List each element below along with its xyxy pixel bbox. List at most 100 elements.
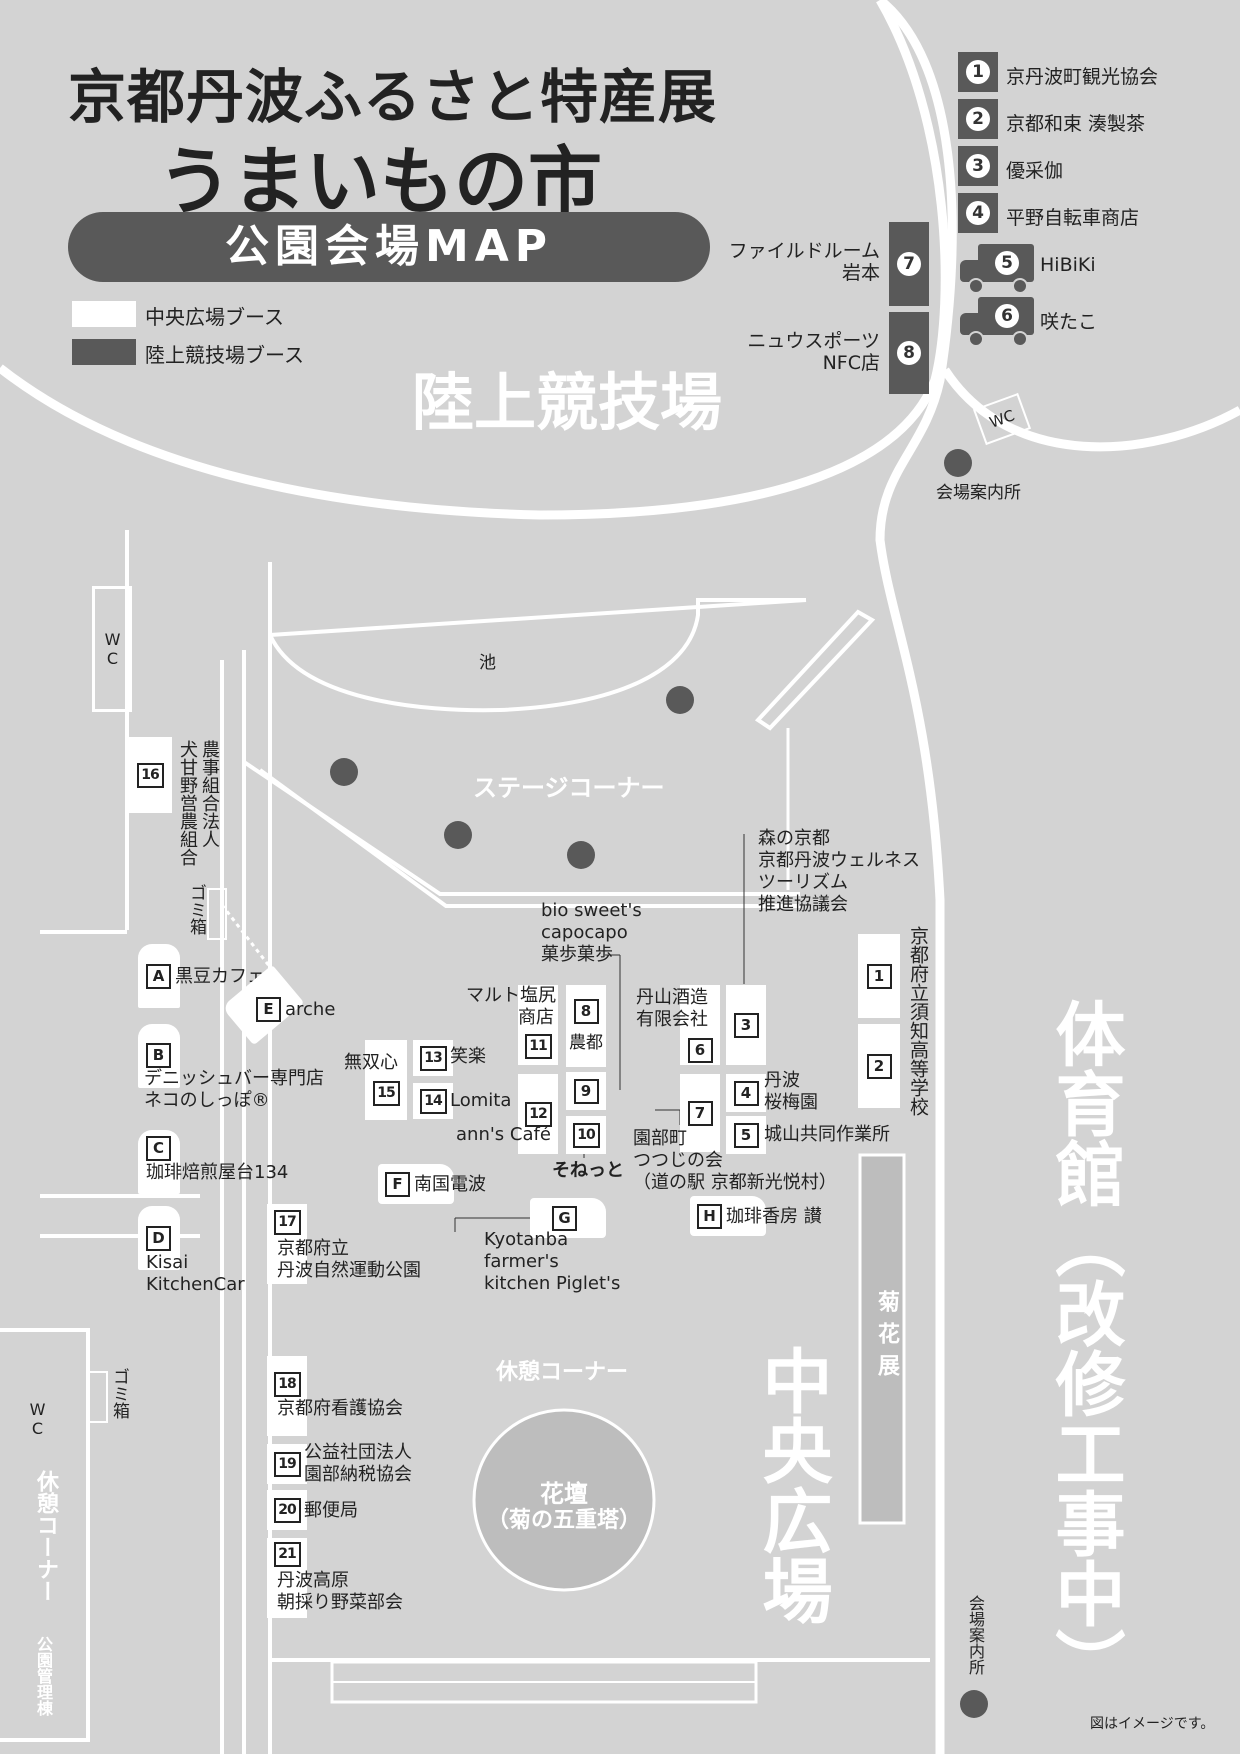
rest-corner-label: 休憩コーナー	[496, 1360, 629, 1385]
booth-20-name: 郵便局	[304, 1500, 358, 1521]
plaza-booth-3: 3	[726, 985, 766, 1065]
food-car-g-badge: G	[552, 1206, 577, 1231]
booth-13-name: 笑楽	[450, 1046, 486, 1067]
plaza-booth-14: 14	[413, 1083, 453, 1119]
food-car-c-name: 珈琲焙煎屋台134	[146, 1162, 289, 1183]
booth-7-name-2: つつじの会	[633, 1150, 723, 1171]
legend-white-swatch	[72, 301, 136, 327]
track-booth-2-name: 京都和束 湊製茶	[1006, 113, 1146, 135]
food-car-d-badge: D	[146, 1226, 171, 1251]
track-booth-3-marker: 3	[958, 146, 998, 186]
booth-19-name-1: 公益社団法人	[304, 1442, 412, 1463]
left-rest-label: 休憩コーナー	[33, 1470, 58, 1602]
booth-12-name: ann's Café	[456, 1124, 551, 1145]
trash-box-2	[88, 1371, 108, 1423]
booth-21-name-2: 朝採り野菜部会	[277, 1592, 403, 1613]
food-car-b-name-2: ネコのしっぽ®	[144, 1090, 270, 1111]
legend-gray-swatch	[72, 339, 136, 365]
food-car-b-name-1: デニッシュバー専門店	[144, 1068, 324, 1089]
plaza-booth-4: 4	[726, 1074, 766, 1112]
track-booth-8: 8	[889, 312, 929, 394]
track-booth-4-name: 平野自転車商店	[1006, 207, 1140, 229]
food-car-d-name-1: Kisai	[146, 1252, 189, 1273]
track-booth-3-name: 優采伽	[1006, 160, 1064, 182]
legend-gray-label: 陸上競技場ブース	[145, 343, 304, 367]
track-booth-5-truck: 5	[960, 244, 1036, 294]
booth-9-name-3: 菓歩菓歩	[541, 944, 613, 965]
top-right-road-path	[941, 367, 1240, 452]
booth-18-name: 京都府看護協会	[277, 1398, 403, 1419]
map-subtitle: うまいもの市	[158, 139, 602, 225]
booth-9-name-2: capocapo	[541, 922, 628, 943]
wc-left-top: WC	[92, 586, 132, 712]
plaza-booth-17: 17	[267, 1204, 307, 1284]
stage-dot-1	[330, 758, 358, 786]
map-note: 図はイメージです。	[1090, 1716, 1215, 1732]
gym-label: 体育館（改修工事中）	[1044, 998, 1126, 1698]
booth-15-name: 無双心	[344, 1052, 398, 1073]
plaza-booth-10: 10	[566, 1116, 606, 1154]
track-booth-7: 7	[889, 222, 929, 306]
plaza-booth-13: 13	[413, 1040, 453, 1076]
booth-16-name-1: 農事組合法人	[199, 740, 220, 848]
park-office-label: 公園管理棟	[34, 1636, 53, 1716]
booth-3-name-1: 森の京都	[758, 828, 830, 849]
trash-label-2: ゴミ箱	[109, 1368, 129, 1419]
plaza-booth-9: 9	[566, 1072, 606, 1110]
booth-17-name-1: 京都府立	[277, 1238, 349, 1259]
plaza-booth-18: 18	[267, 1356, 307, 1436]
trash-box-1	[207, 888, 227, 940]
booth-17-name-2: 丹波自然運動公園	[277, 1260, 421, 1281]
booth-4-name-2: 桜梅園	[764, 1092, 818, 1113]
plaza-booth-12: 12	[518, 1074, 558, 1154]
booth-6-name-1: 丹山酒造	[636, 987, 708, 1008]
stage-dot-2	[444, 821, 472, 849]
plaza-booth-6: 6	[680, 985, 720, 1065]
central-plaza-label: 中央広場	[751, 1345, 833, 1625]
booth-3-name-4: 推進協議会	[758, 894, 848, 915]
booth-3-name-2: 京都丹波ウェルネス	[758, 850, 920, 871]
booth-10-name: そねっと	[552, 1160, 624, 1181]
info-label-bottom: 会場案内所	[966, 1595, 985, 1675]
booth-21-name-1: 丹波高原	[277, 1570, 349, 1591]
chrysanthemum-area	[858, 1153, 906, 1525]
track-booth-4-marker: 4	[958, 193, 998, 233]
track-booth-6-num: 6	[995, 304, 1019, 328]
plaza-booth-15: 15	[365, 1040, 407, 1120]
food-car-c-badge: C	[146, 1136, 171, 1161]
pond-top	[269, 598, 807, 637]
plaza-booth-2: 2	[858, 1024, 900, 1108]
plaza-booth-16: 16	[128, 737, 172, 813]
pond-label: 池	[479, 653, 496, 673]
booth-3-name-3: ツーリズム	[758, 872, 848, 893]
track-booth-7-name-2: 岩本	[841, 262, 880, 284]
booth-11-name-2: 商店	[518, 1007, 554, 1028]
booth-5-name: 城山共同作業所	[764, 1124, 890, 1145]
ramp	[754, 609, 876, 731]
plaza-booth-1: 1	[858, 934, 900, 1018]
track-booth-8-name-2: NFC店	[822, 352, 880, 374]
info-label-top: 会場案内所	[936, 483, 1021, 503]
track-booth-7-name-1: ファイルドルーム	[728, 240, 880, 262]
stage-dot-3	[567, 841, 595, 869]
plaza-booth-21: 21	[267, 1538, 307, 1618]
flower-bed	[472, 1408, 656, 1592]
booth-11-name-1: マルト塩尻	[466, 985, 556, 1006]
booth-14-name: Lomita	[450, 1090, 512, 1111]
track-booth-2-marker: 2	[958, 99, 998, 139]
plaza-booth-8: 8 農都	[566, 985, 606, 1067]
left-building-outline	[0, 1328, 90, 1742]
stadium-label: 陸上競技場	[412, 366, 723, 439]
map-title: 京都丹波ふるさと特産展	[68, 63, 718, 131]
track-booth-6-truck: 6	[960, 297, 1036, 347]
map-banner: 公園会場MAP	[68, 212, 710, 282]
track-booth-1-name: 京丹波町観光協会	[1006, 66, 1159, 88]
track-booth-1-marker: 1	[958, 52, 998, 92]
track-booth-6-name: 咲たこ	[1040, 311, 1098, 333]
booth-9-name-1: bio sweet's	[541, 900, 642, 921]
